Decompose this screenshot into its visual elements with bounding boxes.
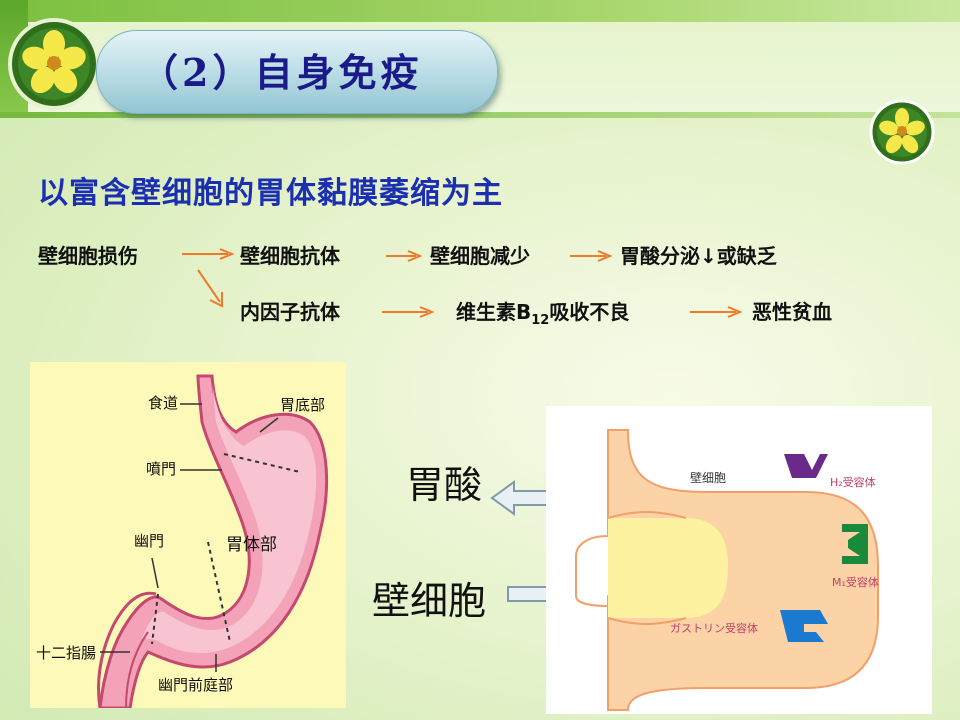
stomach-illustration: 食道 胃底部 噴門 胃体部 幽門 十二指腸 幽門前庭部 [36,374,328,710]
slide-title: （2）自身免疫 [140,50,423,95]
label-gastric-acid: 胃酸 [406,463,483,507]
vitamin-label: 维生素B [456,300,532,324]
flow-step-pernicious-anemia: 恶性贫血 [752,300,832,324]
label-antrum: 幽門前庭部 [158,676,233,694]
flow-step-antibody: 壁细胞抗体 [240,244,340,268]
flow-step-cell-decrease: 壁细胞减少 [430,244,530,268]
label-duodenum: 十二指腸 [36,644,96,662]
header-divider [0,112,960,118]
flow-step-b12-malabsorption: 维生素B12吸收不良 [456,296,629,328]
h2-receptor-icon [784,454,828,478]
label-body: 胃体部 [226,535,277,555]
vitamin-subscript: 12 [531,313,550,328]
flow-diagonal-arrow-icon [197,269,223,308]
flow-arrow-icon [570,250,613,262]
section-heading: 以富含壁细胞的胃体黏膜萎缩为主 [38,176,503,211]
m1-receptor-label: M₁受容体 [832,575,879,589]
m1-receptor-icon [842,524,868,564]
flow-step-acid-decrease: 胃酸分泌↓或缺乏 [620,244,777,268]
flow-arrow-icon [690,306,743,318]
label-parietal-cell: 壁细胞 [372,579,487,623]
flower-logo-icon [8,18,100,110]
malabsorption-label: 吸收不良 [549,300,630,324]
label-cardia: 噴門 [146,460,176,478]
title-pill [96,30,498,114]
gastrin-receptor-icon [780,610,828,642]
label-pylorus: 幽門 [134,532,164,550]
parietal-cell-illustration: 壁细胞 H₂受容体 M₁受容体 ガストリン受容体 [575,429,879,711]
flow-step-cell-injury: 壁细胞损伤 [38,244,138,268]
flow-arrow-icon [386,250,423,262]
h2-receptor-label: H₂受容体 [830,475,876,489]
stomach-diagram: 食道 胃底部 噴門 胃体部 幽門 十二指腸 幽門前庭部 [30,362,346,710]
flow-step-intrinsic-factor-antibody: 内因子抗体 [240,300,340,324]
flower-badge-icon [869,99,935,165]
header-strip [0,0,960,22]
label-fundus: 胃底部 [280,396,325,414]
label-esophagus: 食道 [148,394,178,412]
parietal-cell-diagram: 壁细胞 H₂受容体 M₁受容体 ガストリン受容体 [546,406,932,714]
gastrin-receptor-label: ガストリン受容体 [670,621,758,635]
flow-arrow-icon [382,306,435,318]
flow-arrow-icon [182,248,235,260]
cell-label: 壁细胞 [690,470,726,485]
